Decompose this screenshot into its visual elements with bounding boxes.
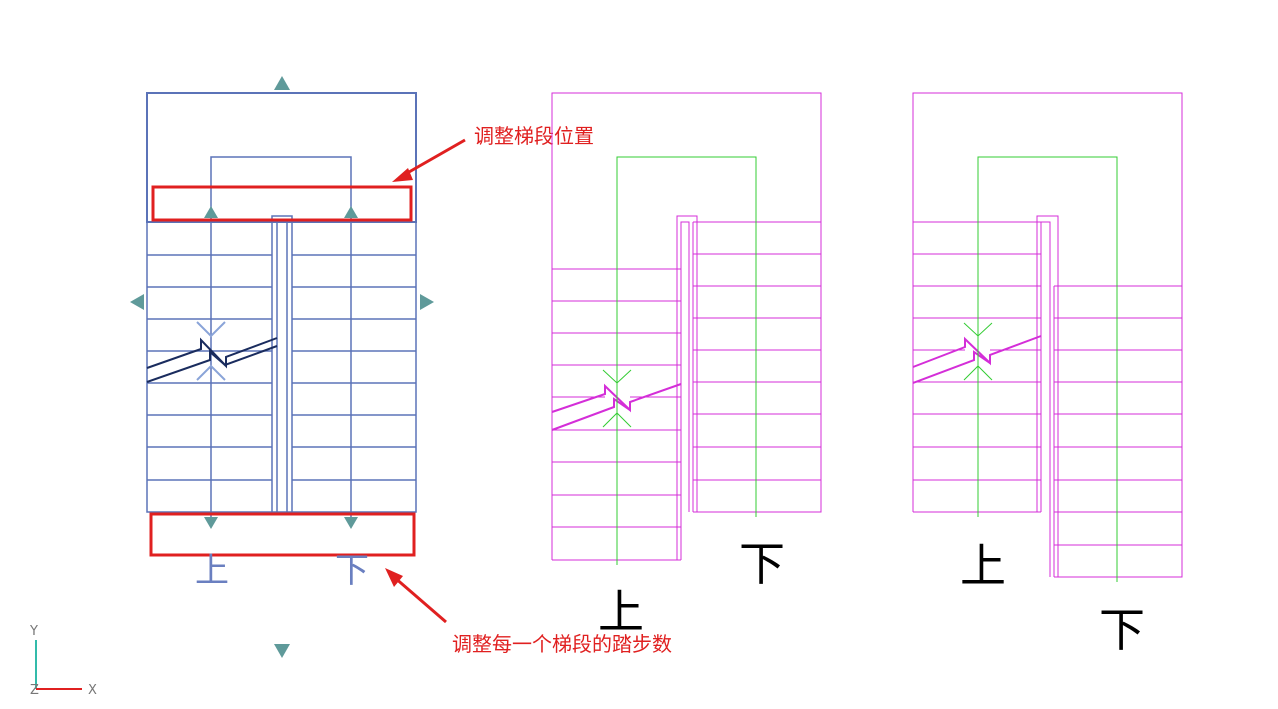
grip-top[interactable] [274,76,290,90]
label-up-middle: 上 [598,585,644,639]
label-down-middle: 下 [739,537,785,591]
walk-arrow-chevrons [196,321,226,381]
handrail-well [1036,215,1059,577]
label-up-right: 上 [960,539,1006,593]
label-up-selected: 上 [195,551,229,591]
handrail-well [676,215,698,560]
walk-line-path [210,156,352,520]
stair-plan-right[interactable] [912,92,1183,578]
highlight-box-steps [149,512,416,557]
right-flight-treads [693,253,821,481]
grip-flight-top-right[interactable] [344,206,358,218]
annotation-arrow-steps [385,568,447,624]
outline [551,92,822,560]
left-flight-treads [913,253,1041,513]
grip-bottom[interactable] [274,644,290,658]
walk-line-right [963,156,1118,582]
right-flight-treads [292,254,416,481]
break-line-symbol [912,335,1042,384]
walk-line-middle [602,156,757,565]
highlight-box-position [151,185,413,222]
axis-x-label: X [88,683,97,698]
grip-left[interactable] [130,294,144,310]
annotation-arrow-position [392,138,466,182]
annotation-adjust-steps: 调整每一个梯段的踏步数 [452,632,672,656]
axis-z-label: Z [30,683,39,698]
stair-plan-middle[interactable] [551,92,822,561]
grip-right[interactable] [420,294,434,310]
label-down-selected: 下 [335,551,369,591]
annotation-adjust-position: 调整梯段位置 [474,124,594,148]
grip-flight-top-left[interactable] [204,206,218,218]
handrail-well [271,215,293,512]
grip-flight-bottom-left[interactable] [204,517,218,529]
outline [912,92,1183,578]
ucs-axis-icon: Y Z X [29,624,97,698]
grip-flight-bottom-right[interactable] [344,517,358,529]
right-flight-treads [1054,285,1182,546]
label-down-right: 下 [1099,603,1145,657]
break-line-symbol [146,337,278,383]
grip-handles[interactable] [130,76,434,658]
stair-plan-selected[interactable] [146,92,417,520]
axis-y-label: Y [29,624,38,639]
